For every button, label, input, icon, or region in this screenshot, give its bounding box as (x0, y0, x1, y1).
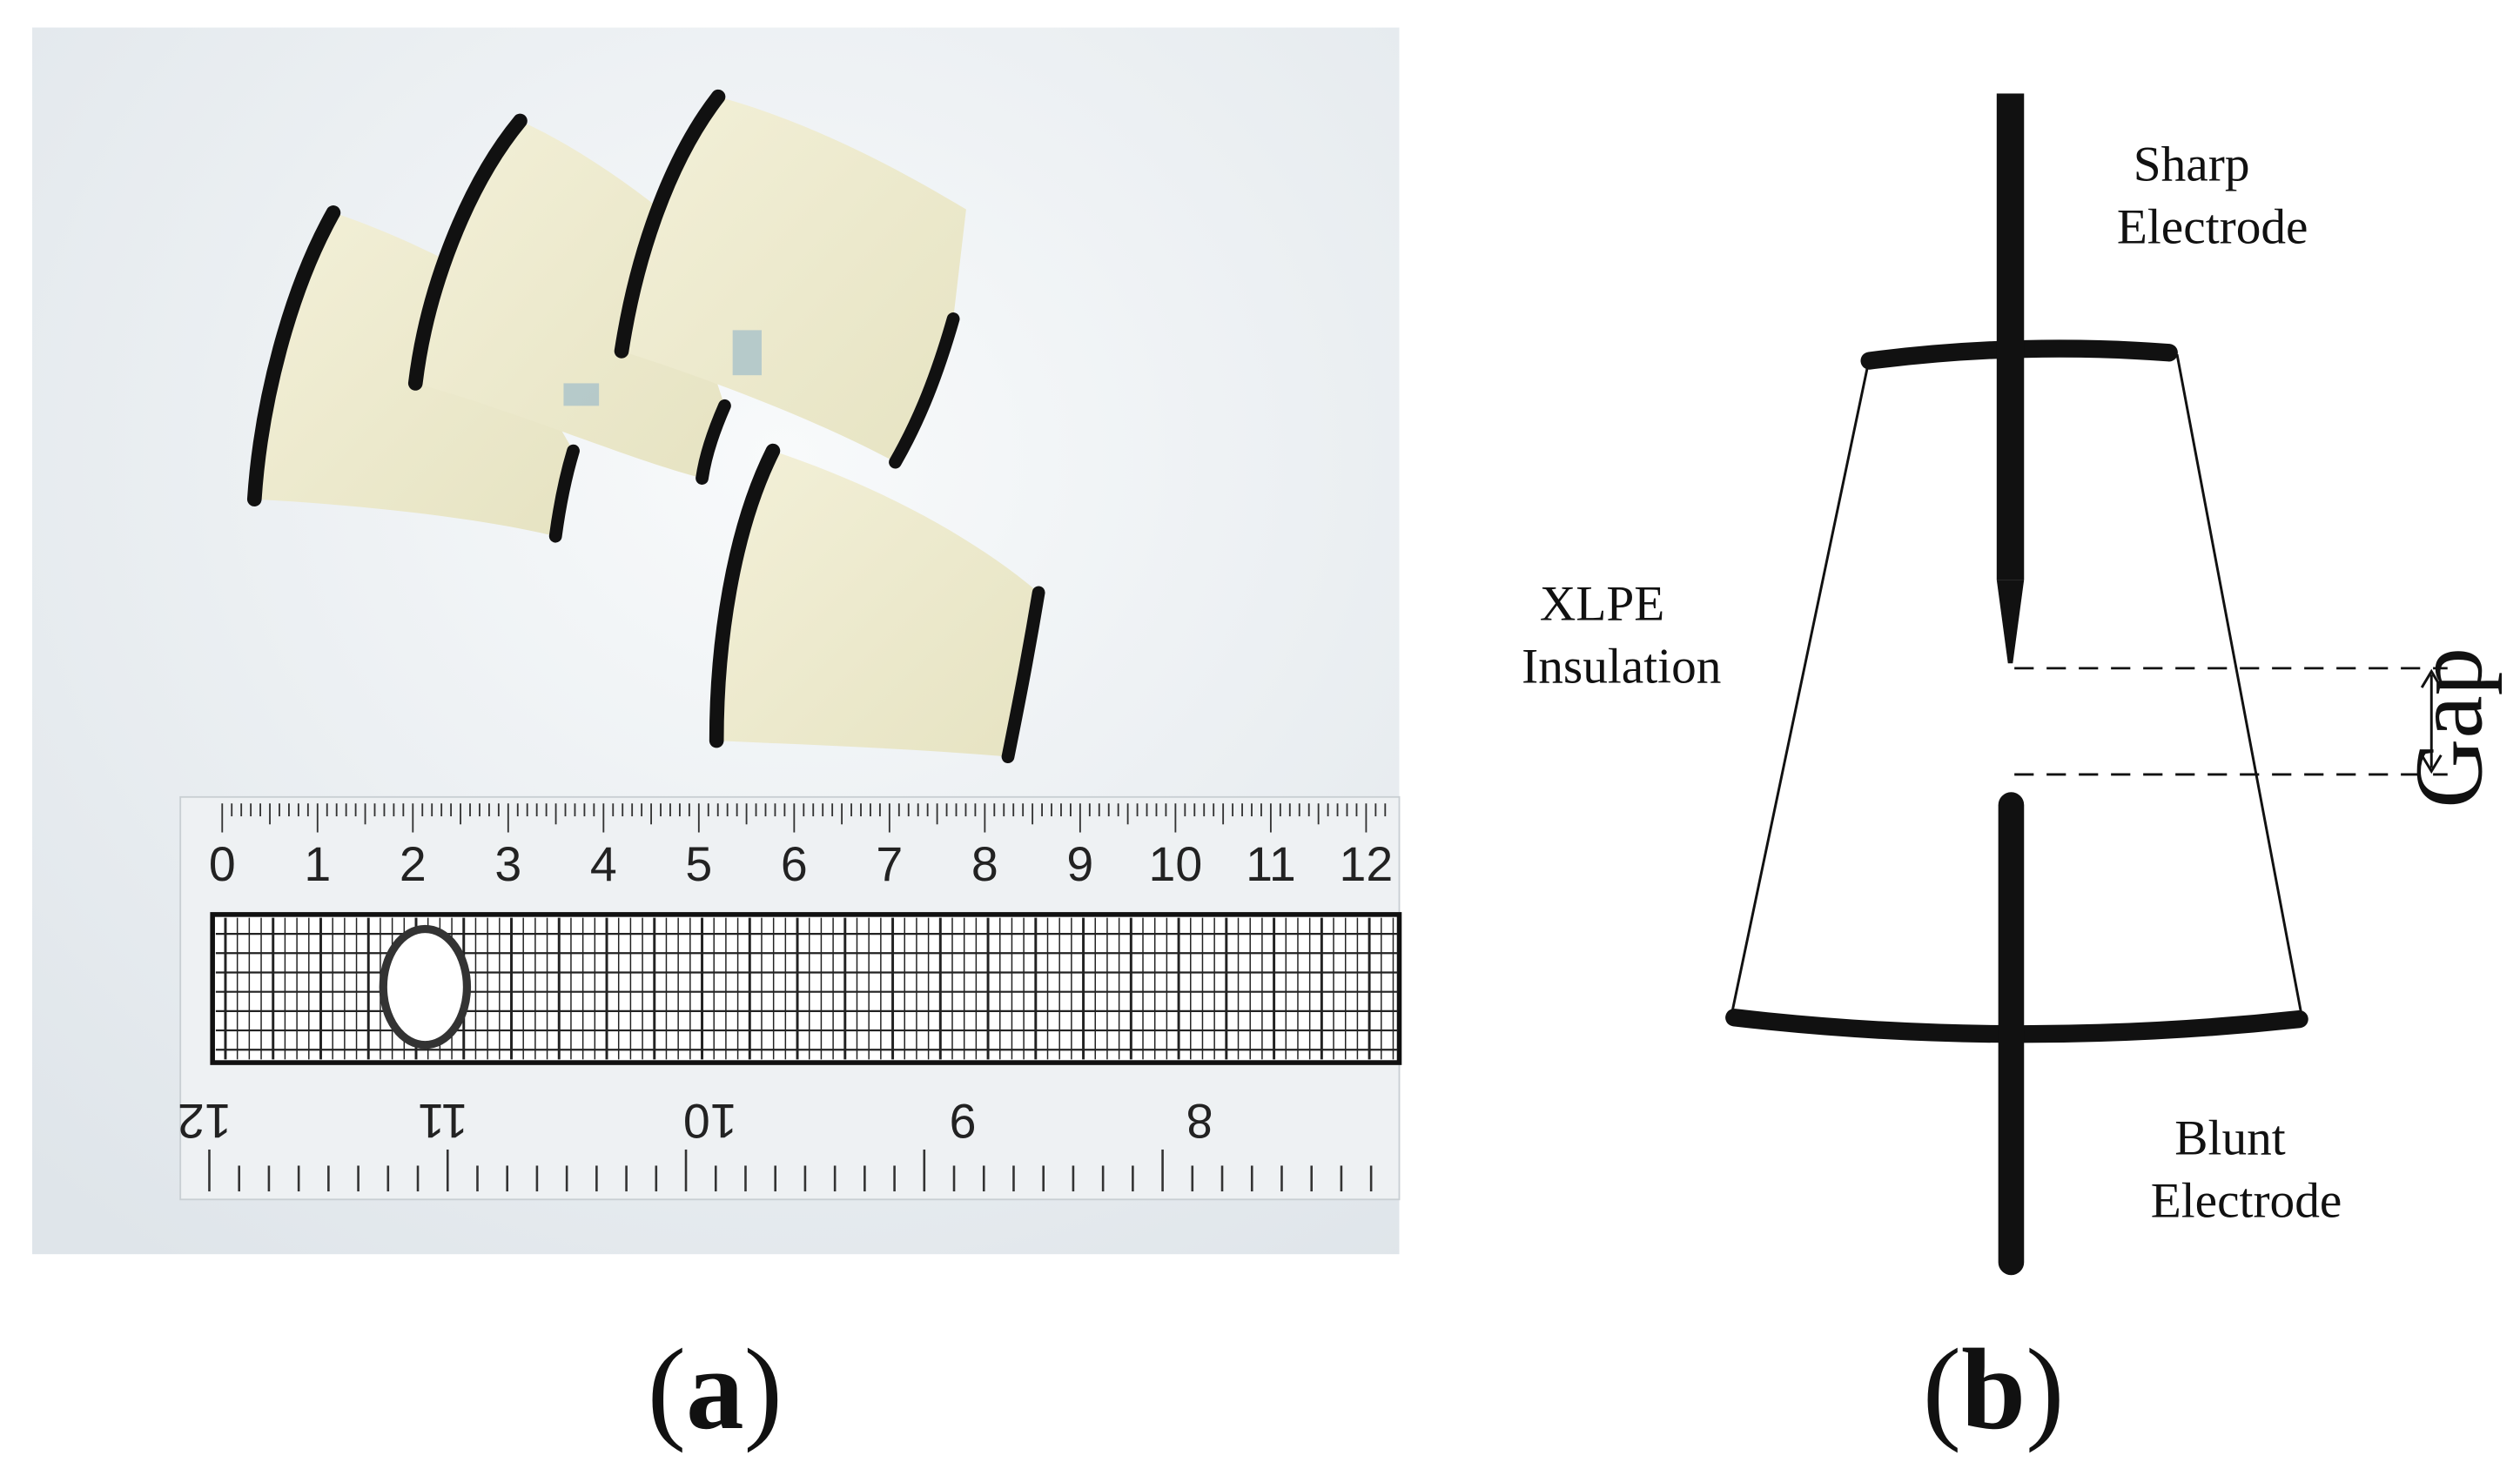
xlpe-insulation-outline (1730, 353, 2304, 1022)
blunt-electrode-label-line1: Blunt (2174, 1111, 2285, 1166)
ruler-bottom-number: 9 (950, 1094, 977, 1148)
ruler-top-number: 1 (304, 837, 331, 891)
ruler-top-number: 3 (494, 837, 521, 891)
ruler-top-number: 12 (1340, 837, 1394, 891)
xlpe-label-line2: Insulation (1522, 640, 1721, 694)
ruler-top-number: 6 (781, 837, 808, 891)
caption-a: (a) (648, 1325, 783, 1453)
xlpe-sample-3 (614, 89, 966, 469)
caption-b-close: ) (2026, 1325, 2064, 1453)
ruler-bottom-ticks (208, 1149, 1373, 1192)
ruler-top-number: 11 (1246, 837, 1296, 891)
ruler-bottom-number: 11 (418, 1094, 468, 1148)
caption-a-letter: a (686, 1325, 744, 1453)
sharp-electrode (1996, 93, 2025, 664)
xlpe-sample-2 (407, 113, 731, 485)
gap-label: Gap (2396, 647, 2503, 808)
gap-arrow (2420, 668, 2443, 775)
ruler-bottom-numbers: 12 11 10 9 8 (178, 1094, 1213, 1148)
blunt-electrode (1998, 792, 2025, 1276)
ruler-top-number: 5 (685, 837, 712, 891)
panel-b-schematic: Gap Sharp Electrode XLPE Insulation Blun… (1522, 93, 2503, 1276)
sharp-electrode-label-line2: Electrode (2117, 199, 2308, 254)
ruler-top-ticks (221, 803, 1387, 833)
caption-b: (b) (1923, 1325, 2065, 1453)
ruler-top-number: 4 (590, 837, 617, 891)
ruler-grid-band (210, 912, 1402, 1065)
ruler-top-number: 0 (209, 837, 236, 891)
xlpe-label-line1: XLPE (1540, 576, 1664, 631)
ruler-hole (379, 924, 472, 1050)
ruler-top-number: 10 (1149, 837, 1203, 891)
ruler-bottom-number: 10 (683, 1094, 737, 1148)
ruler-top-number: 8 (971, 837, 998, 891)
caption-a-open: ( (648, 1325, 686, 1453)
ruler-bottom-number: 8 (1186, 1094, 1213, 1148)
caption-b-open: ( (1923, 1325, 1961, 1453)
xlpe-sample-4 (709, 443, 1045, 763)
ruler-top-number: 2 (400, 837, 427, 891)
caption-b-letter: b (1961, 1325, 2026, 1453)
ruler-top-number: 7 (876, 837, 903, 891)
blunt-electrode-label-line2: Electrode (2151, 1174, 2342, 1229)
ruler-top-number: 9 (1066, 837, 1093, 891)
ruler-bottom-number: 12 (178, 1094, 232, 1148)
caption-a-close: ) (744, 1325, 783, 1453)
sharp-electrode-label-line1: Sharp (2134, 137, 2250, 191)
